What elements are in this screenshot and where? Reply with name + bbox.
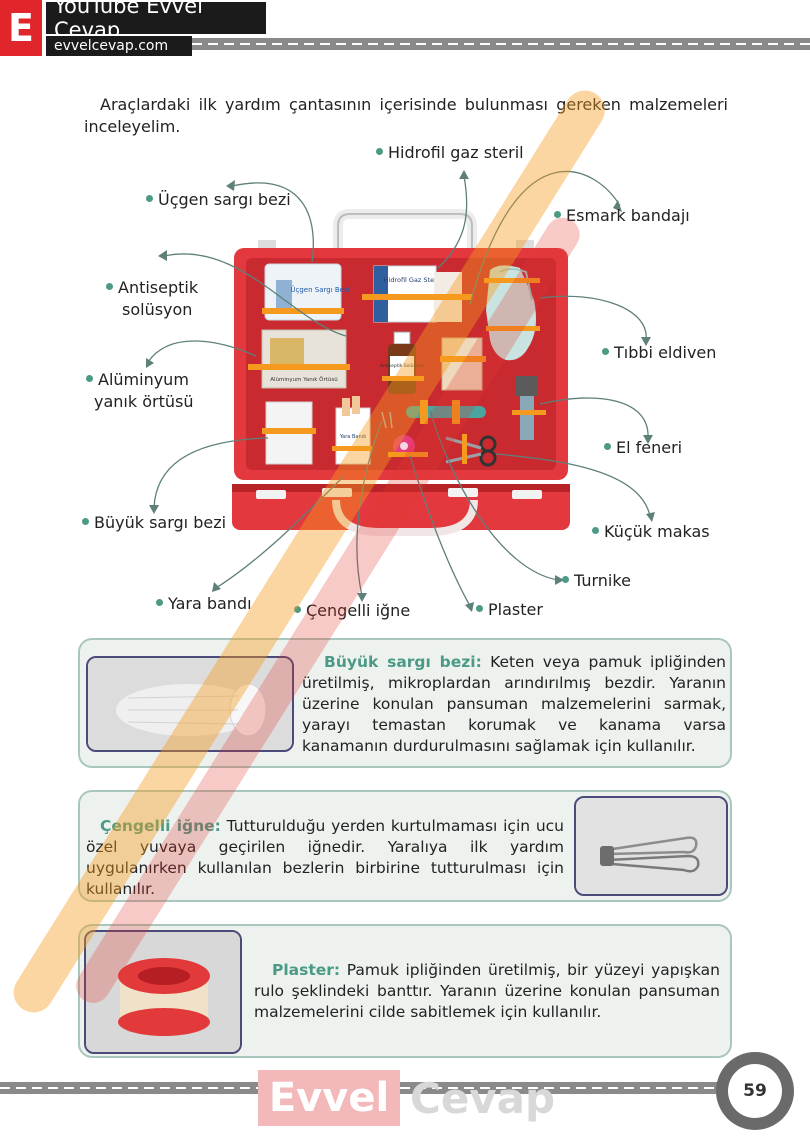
- info-box-buyuk-sargi-bezi: Büyük sargı bezi: Keten veya pamuk ipliğ…: [78, 638, 732, 768]
- intro-text: Araçlardaki ilk yardım çantasının içeris…: [84, 95, 728, 136]
- footer-logo-cevap: Cevap: [410, 1074, 556, 1123]
- label-yara: Yara bandı: [156, 593, 252, 615]
- label-buyuk: Büyük sargı bezi: [82, 512, 226, 534]
- brand-logo: E: [0, 0, 42, 56]
- first-aid-kit-illustration: Üçgen Sargı Bezi Hidrofil Gaz Steril Alü…: [146, 170, 655, 612]
- label-kucuk: Küçük makas: [592, 521, 710, 543]
- info-text-plaster: Plaster: Pamuk ipliğinden üretilmiş, bir…: [254, 961, 720, 1021]
- ucgen-pack-label: Üçgen Sargı Bezi: [290, 285, 349, 294]
- label-esmark: Esmark bandajı: [554, 205, 690, 227]
- label-ucgen: Üçgen sargı bezi: [146, 189, 291, 211]
- info-text-buyuk: Büyük sargı bezi: Keten veya pamuk ipliğ…: [302, 653, 726, 755]
- aluminyum-pack-label: Alüminyum Yanık Örtüsü: [270, 376, 338, 383]
- label-elfeneri: El feneri: [604, 437, 682, 459]
- label-plaster: Plaster: [476, 599, 543, 621]
- label-hidrofil: Hidrofil gaz steril: [376, 142, 524, 164]
- info-text-cengelli: Çengelli iğne: Tutturulduğu yerden kurtu…: [86, 817, 564, 898]
- label-tibbi: Tıbbi eldiven: [602, 342, 716, 364]
- page-number-badge: 59: [716, 1052, 794, 1130]
- info-box-cengelli-igne: Çengelli iğne: Tutturulduğu yerden kurtu…: [78, 790, 732, 902]
- footer-logo: Evvel Cevap: [258, 1070, 558, 1130]
- header-road-line: [192, 38, 810, 50]
- photo-cengelli-igne: [574, 796, 728, 896]
- photo-buyuk-sargi-bezi: [86, 656, 294, 752]
- hidrofil-pack-label: Hidrofil Gaz Steril: [384, 276, 441, 284]
- brand-title[interactable]: YouTube Evvel Cevap: [46, 0, 266, 42]
- page-number: 59: [728, 1064, 782, 1118]
- label-cengelli: Çengelli iğne: [294, 600, 410, 622]
- antiseptik-bottle-label: Antiseptik Solüsyon: [380, 363, 424, 369]
- label-turnike: Turnike: [562, 570, 631, 592]
- info-box-plaster: Plaster: Pamuk ipliğinden üretilmiş, bir…: [78, 924, 732, 1058]
- brand-url[interactable]: evvelcevap.com: [46, 36, 192, 56]
- photo-plaster: [84, 930, 242, 1054]
- footer-logo-evvel: Evvel: [258, 1070, 400, 1126]
- yara-pack-label: Yara Bandı: [339, 434, 366, 440]
